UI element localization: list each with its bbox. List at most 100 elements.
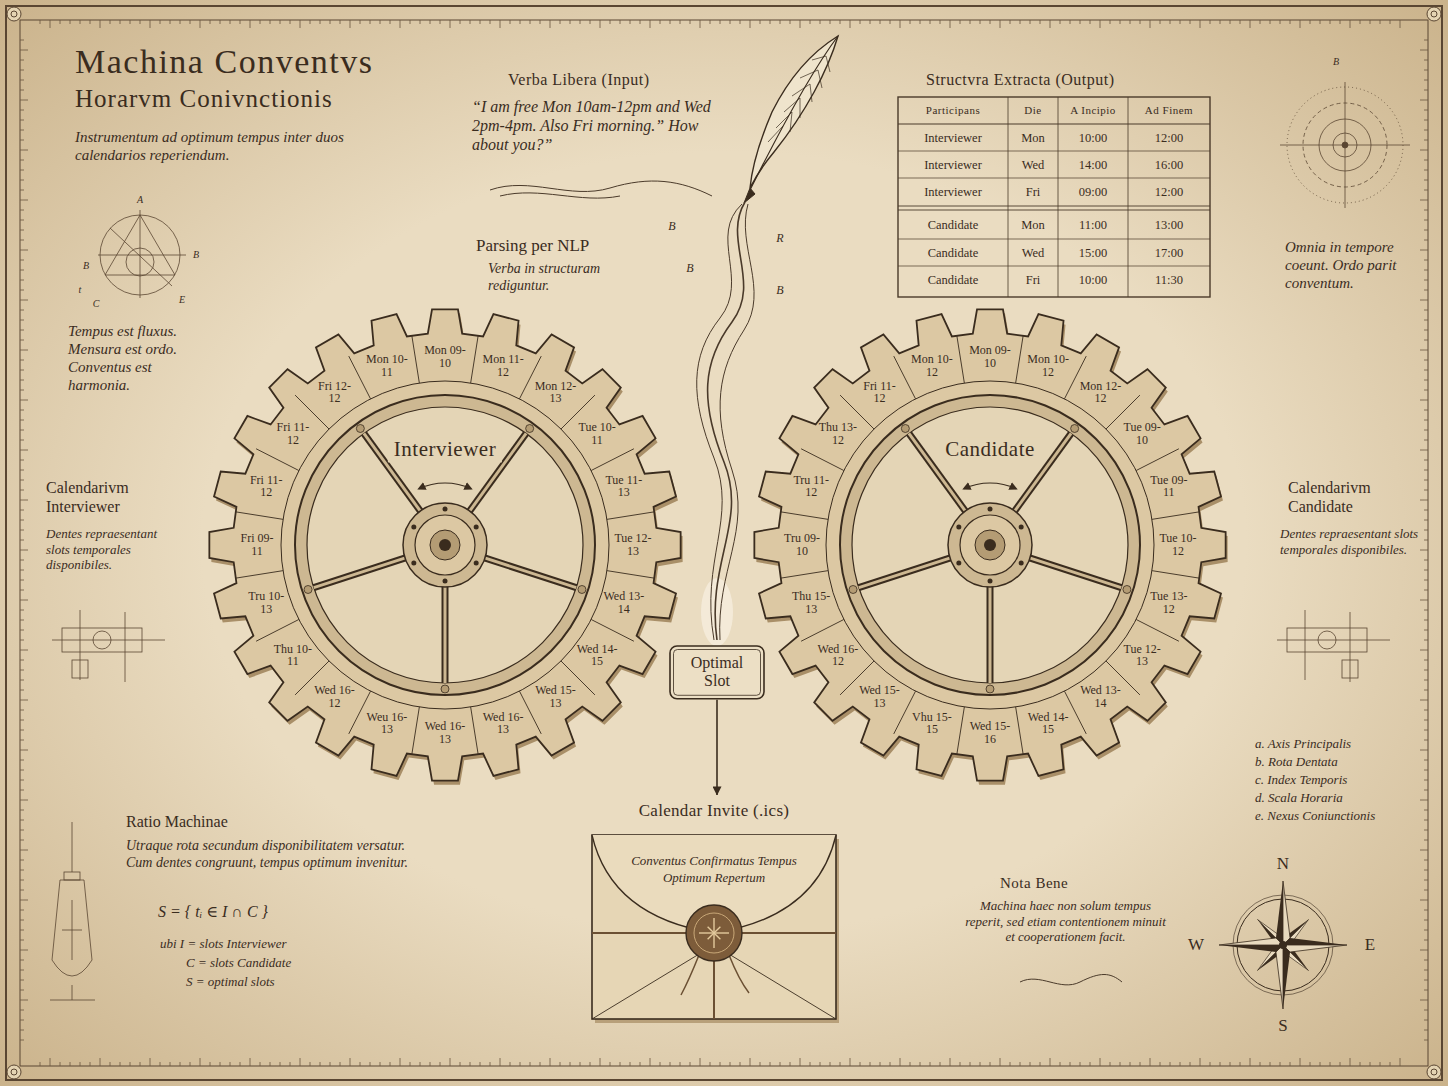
candidate-gear-outline bbox=[750, 305, 1230, 785]
table-cell: 16:00 bbox=[1155, 158, 1183, 173]
ruler-ticks bbox=[200, 20, 201, 28]
ruler-ticks bbox=[1424, 40, 1428, 41]
ruler-ticks bbox=[20, 220, 24, 221]
ruler-ticks bbox=[380, 20, 381, 24]
ruler-ticks bbox=[1424, 690, 1428, 691]
candidate-gear-outline bbox=[852, 407, 1128, 683]
ruler-ticks bbox=[20, 320, 24, 321]
ruler-ticks bbox=[1424, 580, 1428, 581]
table-cell: Wed bbox=[1022, 158, 1045, 173]
ruler-ticks bbox=[520, 20, 521, 24]
ruler-ticks bbox=[930, 20, 931, 24]
lamp-sketch bbox=[50, 1000, 95, 1001]
ruler-ticks bbox=[490, 1062, 491, 1066]
ruler-ticks bbox=[630, 20, 631, 24]
candidate-gear-outline bbox=[957, 707, 965, 754]
note-flourish bbox=[1020, 975, 1122, 985]
ruler-ticks bbox=[20, 510, 24, 511]
ruler-ticks bbox=[1320, 20, 1321, 24]
tooth-label: Wed 15-13 bbox=[858, 685, 900, 710]
ruler-ticks bbox=[1030, 1062, 1031, 1066]
table-cell: 10:00 bbox=[1079, 273, 1107, 288]
page-frame bbox=[11, 1069, 17, 1075]
ruler-ticks bbox=[370, 1062, 371, 1066]
ruler-ticks bbox=[1420, 350, 1428, 351]
ruler-ticks bbox=[1424, 370, 1428, 371]
ruler-ticks bbox=[1060, 1062, 1061, 1066]
ruler-ticks bbox=[1420, 750, 1428, 751]
ruler-ticks bbox=[1330, 20, 1331, 24]
flow-arrow bbox=[716, 700, 718, 795]
ruler-ticks bbox=[1420, 850, 1428, 851]
ruler-ticks bbox=[90, 20, 91, 24]
ruler-ticks bbox=[290, 1062, 291, 1066]
ruler-ticks bbox=[1040, 20, 1041, 24]
ruler-ticks bbox=[250, 20, 251, 28]
ruler-ticks bbox=[480, 1062, 481, 1066]
table-cell: 12:00 bbox=[1155, 185, 1183, 200]
candidate-gear-outline bbox=[859, 557, 952, 587]
mechanism-sketch bbox=[1318, 631, 1336, 649]
ruler-ticks bbox=[20, 410, 24, 411]
ruler-ticks bbox=[20, 970, 24, 971]
mechanism-sketch bbox=[93, 631, 111, 649]
ruler-ticks bbox=[570, 1062, 571, 1066]
sketch-letter: B bbox=[668, 219, 675, 233]
ruler-ticks bbox=[20, 830, 24, 831]
ruler-ticks bbox=[490, 20, 491, 24]
calendar-invite-envelope-outline bbox=[708, 933, 714, 939]
ruler-ticks bbox=[1420, 500, 1428, 501]
ruler-ticks bbox=[20, 810, 24, 811]
tooth-label: Thu 10-11 bbox=[272, 643, 314, 668]
tooth-label: Wed 14-15 bbox=[1027, 711, 1069, 736]
interviewer-gear-outline bbox=[304, 585, 312, 593]
ruler-ticks bbox=[1160, 20, 1161, 24]
ruler-ticks bbox=[1310, 1062, 1311, 1066]
ruler-ticks bbox=[1420, 50, 1428, 51]
ruler-ticks bbox=[1424, 610, 1428, 611]
page-frame bbox=[6, 6, 1442, 1080]
ruler-ticks bbox=[1424, 820, 1428, 821]
ruler-ticks bbox=[130, 20, 131, 24]
formula-text: S = { tᵢ ∈ I ∩ C } bbox=[158, 902, 268, 921]
ruler-ticks bbox=[880, 20, 881, 24]
ruler-ticks bbox=[480, 20, 481, 24]
ruler-ticks bbox=[170, 1062, 171, 1066]
ruler-ticks bbox=[1424, 270, 1428, 271]
ruler-ticks bbox=[20, 40, 24, 41]
ruler-ticks bbox=[1424, 140, 1428, 141]
note-text: Machina haec non solum tempus reperit, s… bbox=[963, 898, 1168, 945]
ruler-ticks bbox=[1424, 860, 1428, 861]
interviewer-gear-outline bbox=[483, 557, 576, 587]
ruler-ticks bbox=[320, 20, 321, 24]
ruler-ticks bbox=[20, 200, 28, 201]
sketch-letter: R bbox=[776, 231, 783, 245]
ruler-ticks bbox=[20, 250, 28, 251]
ruler-ticks bbox=[50, 20, 51, 28]
ruler-ticks bbox=[1424, 160, 1428, 161]
sketch-letter: B bbox=[83, 260, 89, 272]
candidate-gear-outline bbox=[956, 561, 961, 566]
ruler-ticks bbox=[280, 1062, 281, 1066]
ruler-ticks bbox=[1170, 20, 1171, 24]
ruler-ticks bbox=[340, 20, 341, 24]
interviewer-gear-outline bbox=[415, 515, 475, 575]
ruler-ticks bbox=[1260, 1062, 1261, 1066]
ruler-ticks bbox=[880, 1062, 881, 1066]
ruler-ticks bbox=[1120, 1062, 1121, 1066]
ruler-ticks bbox=[20, 930, 24, 931]
ruler-ticks bbox=[1424, 1040, 1428, 1041]
ruler-ticks bbox=[1424, 80, 1428, 81]
candidate-gear-outline bbox=[988, 579, 993, 584]
ruler-ticks bbox=[1420, 900, 1428, 901]
tooth-label: Vhu 15-15 bbox=[911, 711, 953, 736]
ruler-ticks bbox=[1100, 20, 1101, 28]
candidate-gear-outline bbox=[859, 557, 952, 587]
description-text: Instrumentum ad optimum tempus inter duo… bbox=[75, 128, 360, 164]
ruler-ticks bbox=[970, 1062, 971, 1066]
sketch-letter: E bbox=[179, 294, 185, 306]
ruler-ticks bbox=[1400, 1058, 1401, 1066]
compass-letter: S bbox=[1278, 1016, 1287, 1036]
ruler-ticks bbox=[1270, 20, 1271, 24]
formula-text: ubi I = slots Interviewer bbox=[160, 936, 286, 952]
